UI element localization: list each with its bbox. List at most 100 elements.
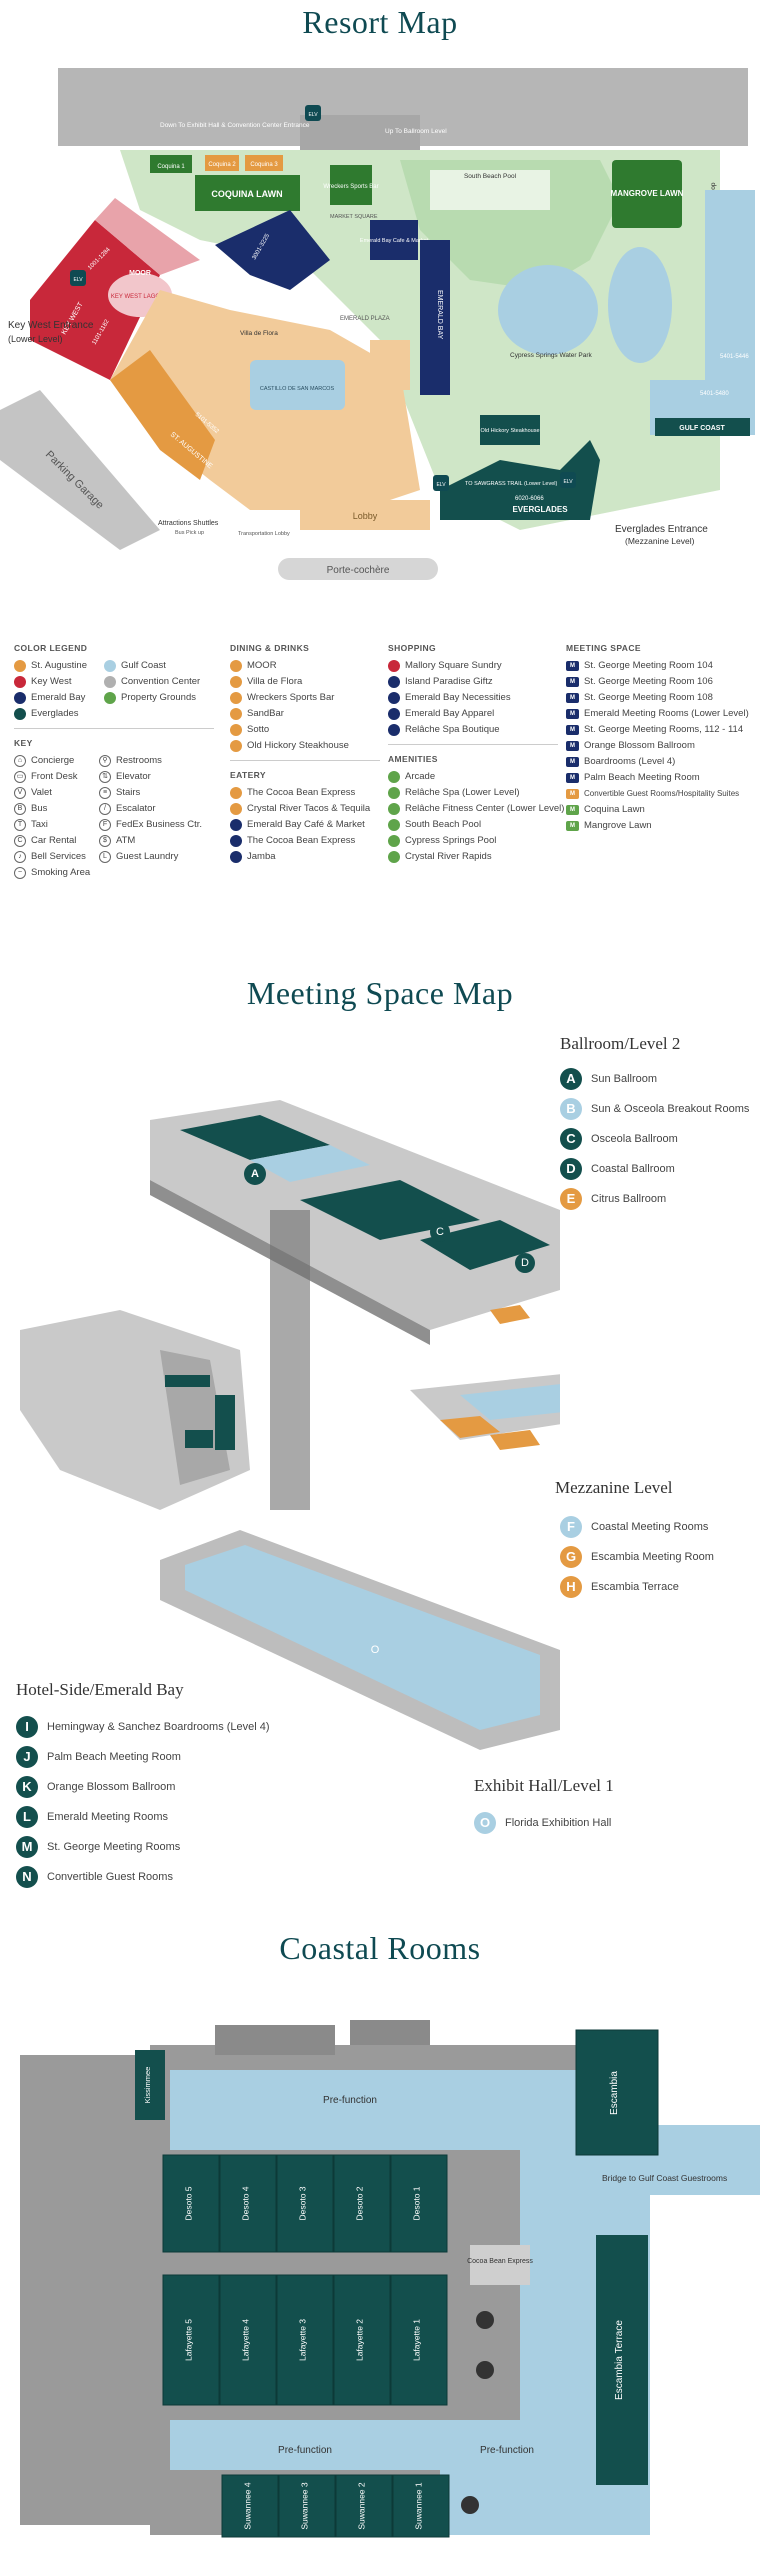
svg-text:MARKET SQUARE: MARKET SQUARE xyxy=(330,214,378,220)
escambia-terrace-room[interactable] xyxy=(596,2235,648,2485)
desoto-room-label: Desoto 4 xyxy=(241,2186,251,2220)
desoto-room-5[interactable] xyxy=(390,2154,448,2253)
everglades-wing[interactable] xyxy=(440,440,600,520)
svg-text:Porte-cochère: Porte-cochère xyxy=(327,565,390,576)
key-west-swatch xyxy=(14,676,26,688)
everglades-entrance-label: Everglades Entrance xyxy=(615,524,708,535)
car-rental-icon: C xyxy=(14,835,26,847)
sun-ballroom[interactable] xyxy=(180,1115,330,1160)
coquina-lawn[interactable] xyxy=(195,175,300,211)
mangrove-lawn[interactable] xyxy=(612,160,682,228)
info-icon xyxy=(476,2361,494,2379)
property-grounds-swatch xyxy=(104,692,116,704)
taxi-icon: T xyxy=(14,819,26,831)
bus-icon: B xyxy=(14,803,26,815)
everglades-swatch xyxy=(14,708,26,720)
suwannee-room-2[interactable] xyxy=(278,2474,336,2538)
coastal-rooms-floorplan: Kissimmee Escambia Escambia Terrace Brid… xyxy=(20,2020,760,2538)
svg-text:ELV: ELV xyxy=(436,482,446,488)
escambia-meeting-room[interactable] xyxy=(440,1416,500,1438)
coastal-ballroom[interactable] xyxy=(420,1220,550,1270)
fedex-icon: F xyxy=(99,819,111,831)
svg-text:CASTILLO DE SAN MARCOS: CASTILLO DE SAN MARCOS xyxy=(260,386,335,392)
map-letter-o: O xyxy=(365,1640,385,1660)
svg-text:KEY WEST LAGOON: KEY WEST LAGOON xyxy=(111,294,169,300)
svg-text:ELV: ELV xyxy=(563,479,573,485)
lafayette-room-2[interactable] xyxy=(219,2274,277,2406)
elevator-icon xyxy=(560,472,576,488)
lafayette-room-4[interactable] xyxy=(333,2274,391,2406)
suwannee-room-4[interactable] xyxy=(392,2474,450,2538)
svg-text:Escambia Terrace: Escambia Terrace xyxy=(614,2320,625,2400)
color-legend: COLOR LEGEND St. Augustine Gulf Coast Ke… xyxy=(14,640,214,881)
coastal-meeting-rooms[interactable] xyxy=(460,1383,560,1420)
sun-osceola-breakout[interactable] xyxy=(250,1145,370,1182)
svg-text:Attractions Shuttles: Attractions Shuttles xyxy=(158,520,219,527)
svg-text:6020-6066: 6020-6066 xyxy=(515,496,544,502)
porte-cochere[interactable] xyxy=(278,558,438,580)
lafayette-room-label: Lafayette 5 xyxy=(184,2319,194,2361)
florida-exhibition-hall[interactable] xyxy=(185,1545,540,1730)
svg-text:EMERALD BAY: EMERALD BAY xyxy=(436,290,443,340)
prefunction-label-bottom-right: Pre-function xyxy=(480,2445,534,2456)
svg-text:(Lower Level): (Lower Level) xyxy=(8,334,63,344)
restrooms-icon: ⚲ xyxy=(99,755,111,767)
svg-text:Villa de Flora: Villa de Flora xyxy=(240,330,278,337)
exhibit-heading: Exhibit Hall/Level 1 xyxy=(474,1776,614,1795)
svg-text:Cocoa Bean Express: Cocoa Bean Express xyxy=(467,2258,533,2265)
svg-text:EMERALD PLAZA: EMERALD PLAZA xyxy=(340,316,390,322)
key-west-wing[interactable] xyxy=(30,220,160,380)
desoto-room-3[interactable] xyxy=(276,2154,334,2253)
svg-text:Cypress Springs Water Park: Cypress Springs Water Park xyxy=(510,352,593,359)
emerald-bay-wing[interactable] xyxy=(215,210,330,290)
svg-text:GULF COAST: GULF COAST xyxy=(679,425,725,432)
hotel-rooms[interactable] xyxy=(165,1375,210,1387)
atm-icon: $ xyxy=(99,835,111,847)
lafayette-room-label: Lafayette 1 xyxy=(412,2319,422,2361)
citrus-ballroom[interactable] xyxy=(490,1305,530,1324)
stairs-icon: ≡ xyxy=(99,787,111,799)
prefunction-corridor[interactable] xyxy=(170,2070,650,2535)
hotel-heading: Hotel-Side/Emerald Bay xyxy=(16,1680,184,1699)
info-icon xyxy=(476,2311,494,2329)
laundry-icon: L xyxy=(99,851,111,863)
elevator-icon xyxy=(305,105,321,121)
wreckers-building[interactable] xyxy=(330,165,372,205)
suwannee-room-3[interactable] xyxy=(335,2474,393,2538)
meeting-space-isometric xyxy=(20,1100,560,1750)
parking-garage[interactable] xyxy=(0,390,160,550)
lafayette-room-1[interactable] xyxy=(162,2274,220,2406)
kissimmee-room[interactable] xyxy=(135,2050,165,2120)
escambia-terrace[interactable] xyxy=(490,1430,540,1450)
lafayette-room-5[interactable] xyxy=(390,2274,448,2406)
lobby-area[interactable] xyxy=(300,500,430,530)
mezzanine-heading: Mezzanine Level xyxy=(555,1478,673,1497)
desoto-room-2[interactable] xyxy=(219,2154,277,2253)
emerald-bay-swatch xyxy=(14,692,26,704)
lafayette-room-3[interactable] xyxy=(276,2274,334,2406)
suwannee-room-1[interactable] xyxy=(221,2474,279,2538)
gulf-coast-wing[interactable] xyxy=(705,190,755,385)
key-west-entrance-label: Key West Entrance xyxy=(8,320,94,331)
svg-text:(Mezzanine Level): (Mezzanine Level) xyxy=(625,536,695,546)
svg-text:Escambia: Escambia xyxy=(609,2071,620,2115)
desoto-room-4[interactable] xyxy=(333,2154,391,2253)
escambia-room[interactable] xyxy=(575,2029,659,2156)
svg-text:Coquina 1: Coquina 1 xyxy=(157,164,185,170)
dining-legend: DINING & DRINKS MOOR Villa de Flora Wrec… xyxy=(230,640,380,865)
desoto-room-1[interactable] xyxy=(162,2154,220,2253)
svg-text:ELV: ELV xyxy=(73,277,83,283)
up-to-ballroom-label: Up To Ballroom Level xyxy=(385,128,447,135)
coastal-rooms-title: Coastal Rooms xyxy=(279,1930,481,1966)
